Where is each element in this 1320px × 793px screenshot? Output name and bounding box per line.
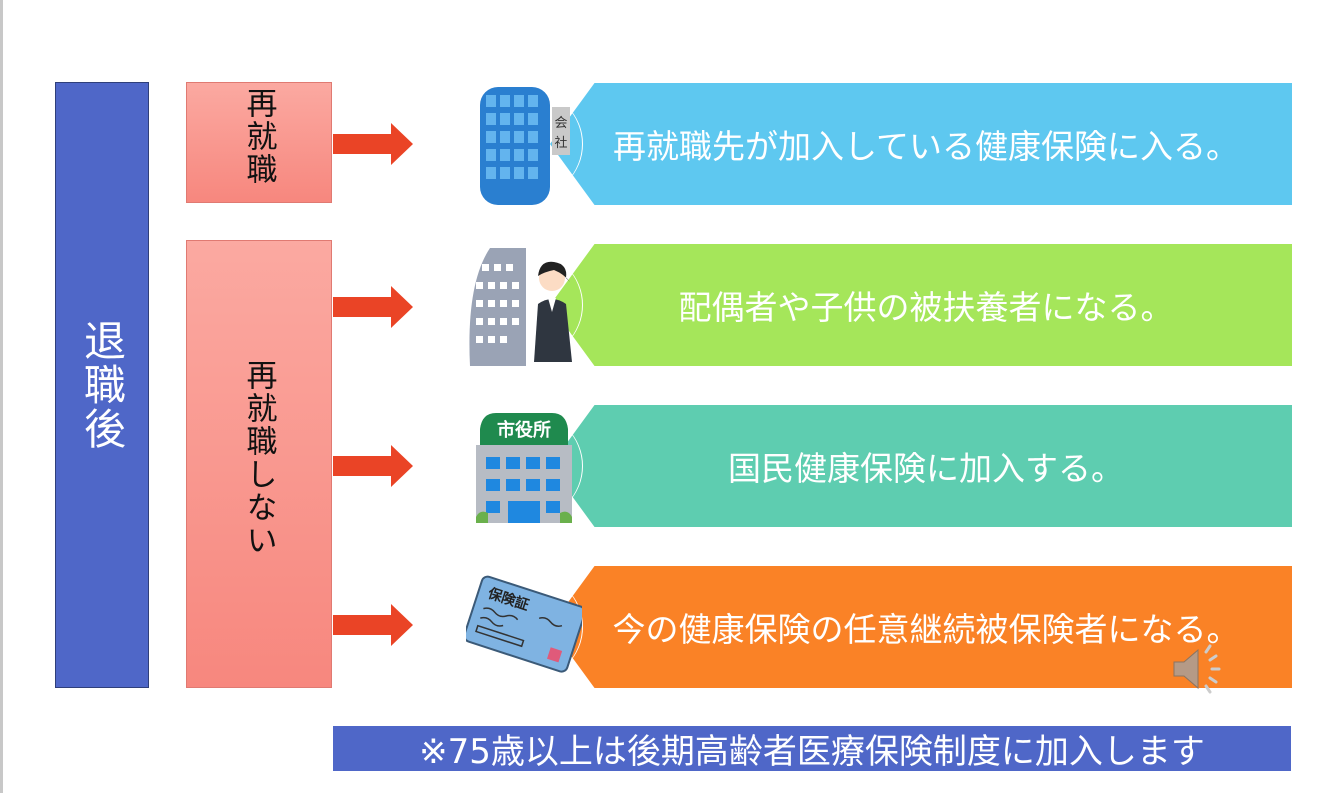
option-voluntary-continuation: 今の健康保険の任意継続被保険者になる。 保険証 (466, 566, 1292, 688)
banner-arc (506, 91, 583, 197)
arrow-right-icon (333, 123, 413, 165)
banner-arc (506, 574, 583, 680)
arrow-right-icon (333, 604, 413, 646)
company-building-icon: 会 社 (480, 87, 570, 205)
banner-arc (506, 252, 583, 358)
option-text: 今の健康保険の任意継続被保険者になる。 (612, 610, 1240, 649)
option-banner: 今の健康保険の任意継続被保険者になる。 (550, 566, 1292, 688)
option-banner: 配偶者や子供の被扶養者になる。 (550, 244, 1292, 366)
window-edge (0, 0, 3, 793)
branch-reemployed: 再就職 (186, 82, 332, 203)
retirement-label: 退職後 (77, 319, 127, 451)
city-hall-icon: 市役所 (476, 413, 572, 523)
branch-not-reemployed: 再就職しない (186, 240, 332, 688)
speaker-icon[interactable] (1170, 642, 1226, 696)
option-dependent: 配偶者や子供の被扶養者になる。 (466, 244, 1292, 366)
arrow-right-icon (333, 445, 413, 487)
age-75-note: ※75歳以上は後期高齢者医療保険制度に加入します (333, 726, 1291, 772)
arrow-right-icon (333, 286, 413, 328)
banner-arc (506, 413, 583, 519)
branch-label: 再就職しない (240, 359, 277, 557)
note-text: ※75歳以上は後期高齢者医療保険制度に加入します (419, 732, 1205, 772)
option-text: 国民健康保険に加入する。 (728, 449, 1124, 488)
option-employer-insurance: 再就職先が加入している健康保険に入る。 会 社 (466, 83, 1292, 205)
option-banner: 再就職先が加入している健康保険に入る。 (550, 83, 1292, 205)
option-banner: 国民健康保険に加入する。 (550, 405, 1292, 527)
option-national-insurance: 国民健康保険に加入する。 市役所 (466, 405, 1292, 527)
branch-label: 再就職 (240, 87, 277, 186)
option-text: 配偶者や子供の被扶養者になる。 (678, 288, 1174, 327)
insurance-card-icon: 保険証 (466, 575, 582, 673)
sign-text: 市役所 (497, 419, 551, 441)
sign-char: 社 (554, 135, 567, 151)
office-woman-icon (469, 248, 572, 366)
option-text: 再就職先が加入している健康保険に入る。 (612, 127, 1239, 166)
retirement-box: 退職後 (55, 82, 149, 688)
sign-char: 会 (554, 116, 567, 131)
